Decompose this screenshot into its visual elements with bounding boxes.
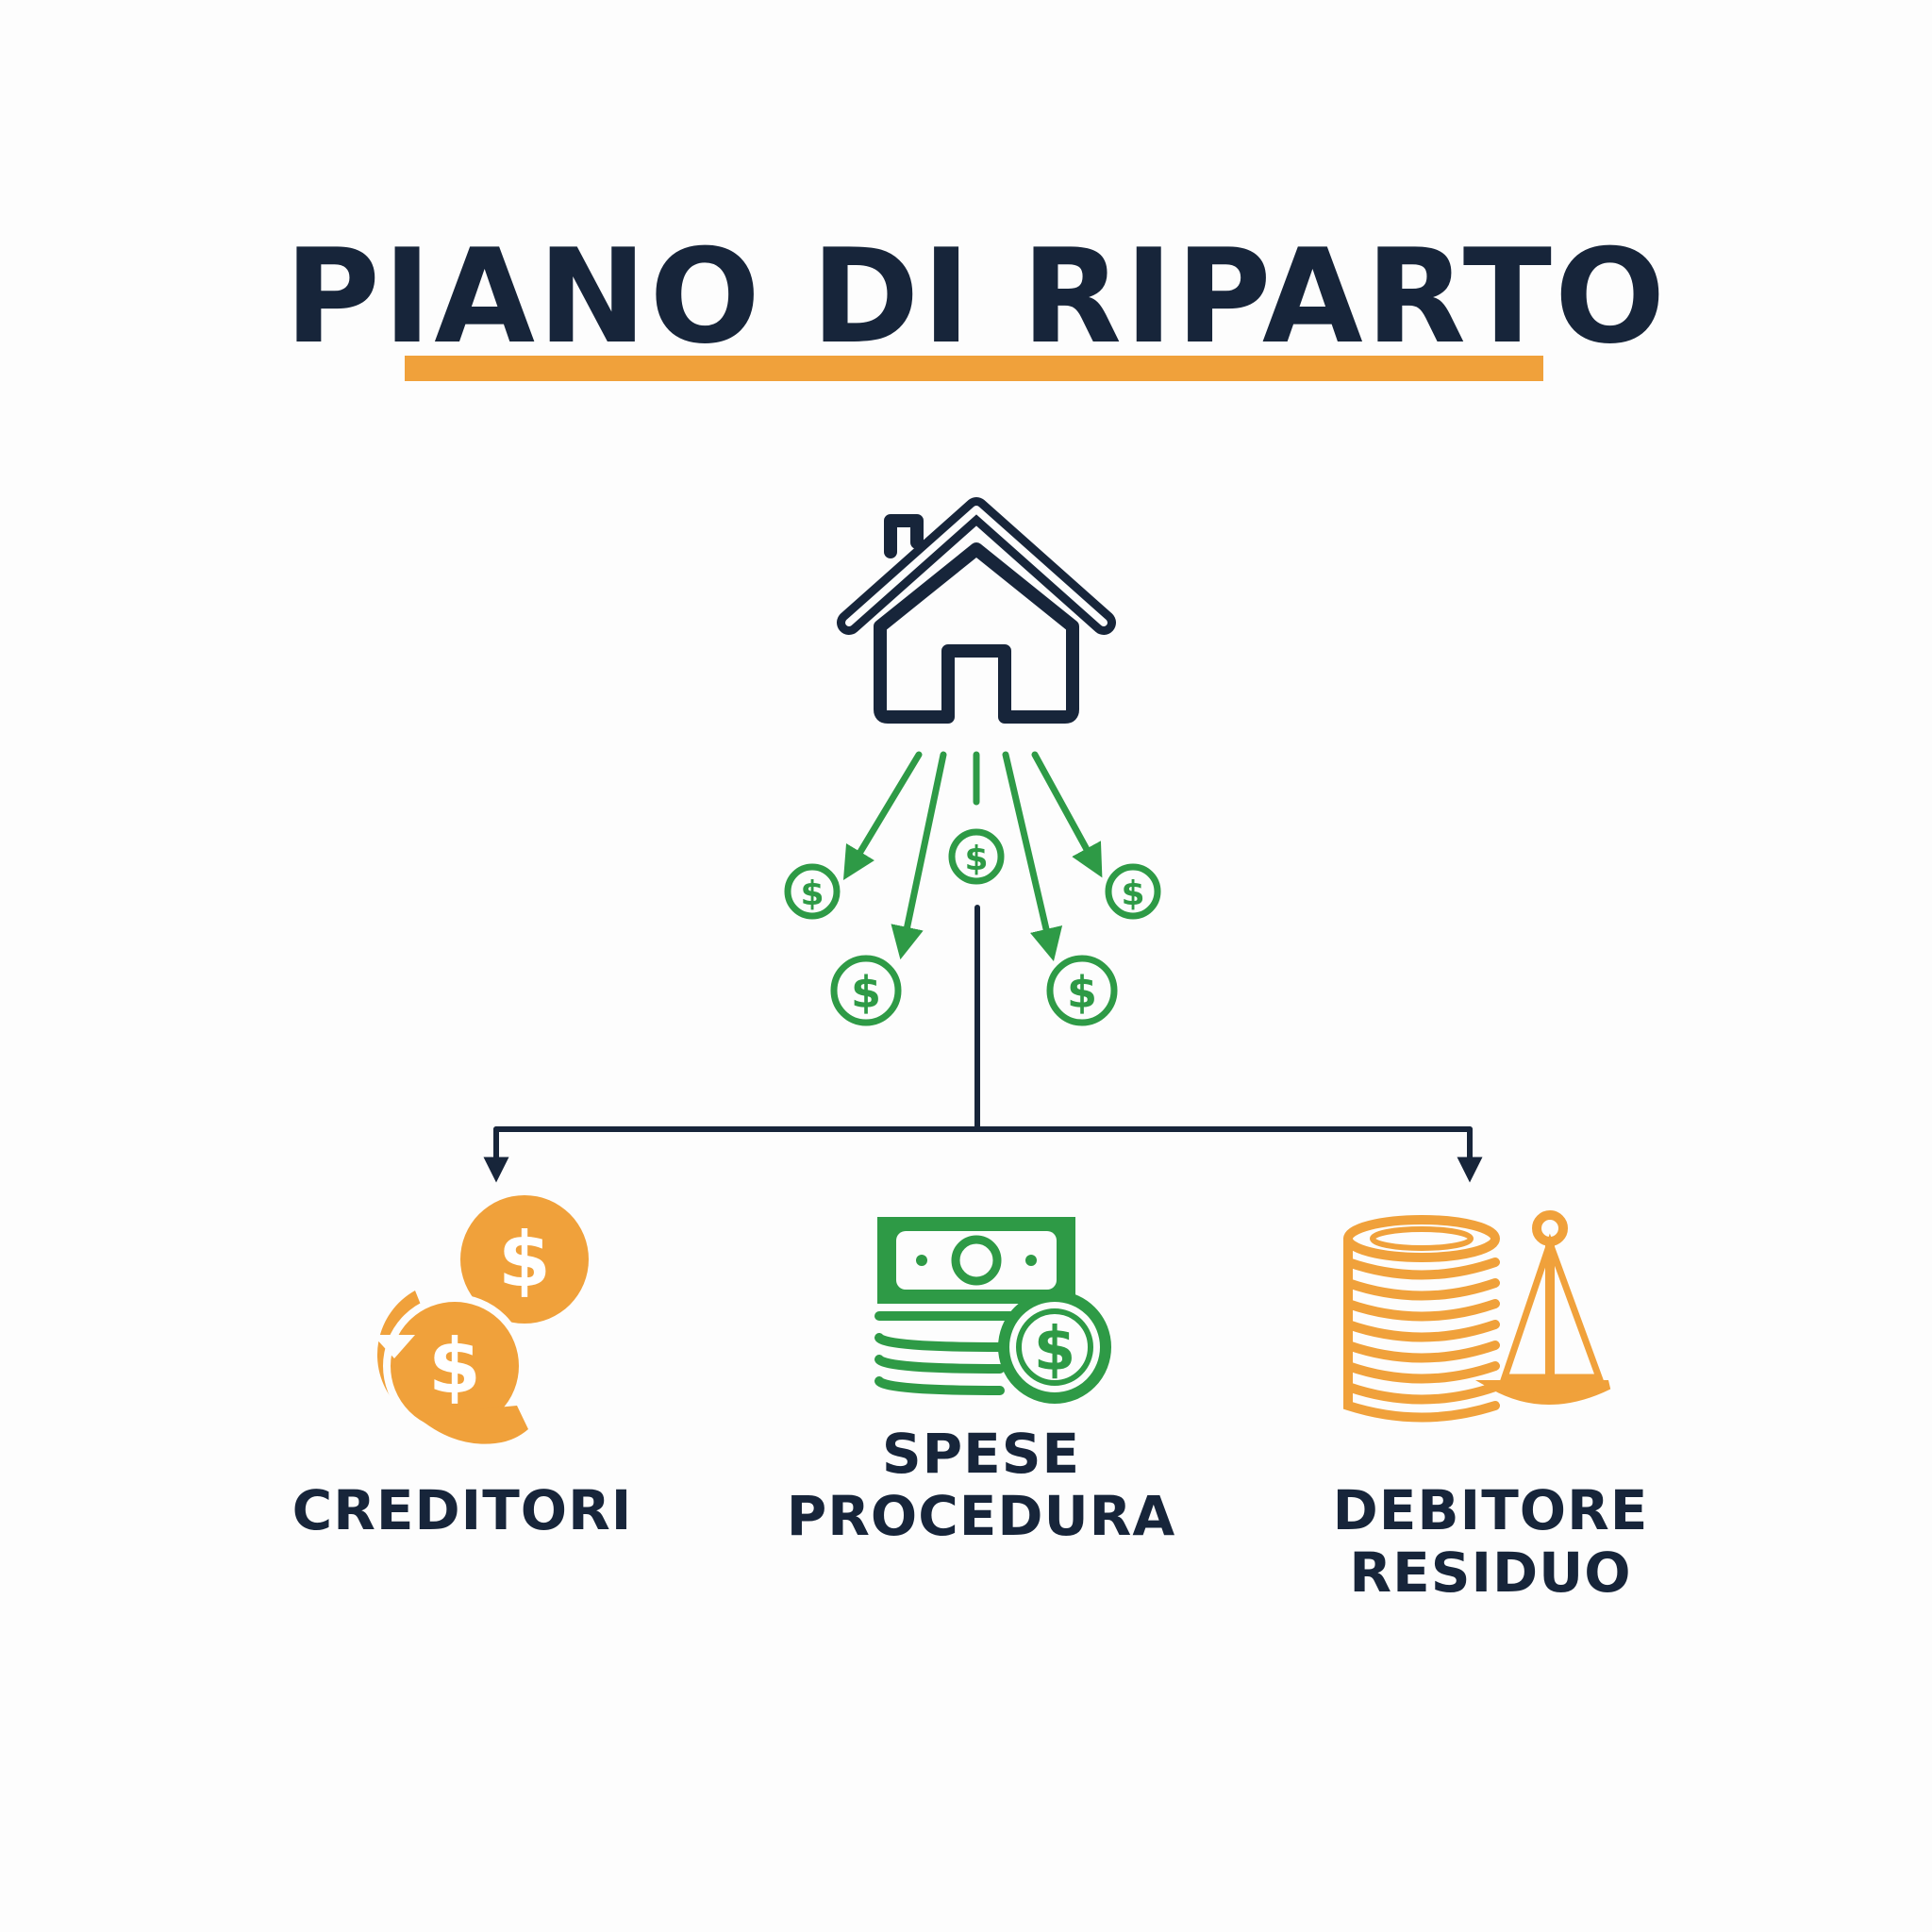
dollar-coin-icon: $ — [1105, 863, 1161, 920]
dollar-coin-icon: $ — [1046, 955, 1118, 1026]
branch-label-spese-procedura: SPESE PROCEDURA — [786, 1422, 1176, 1548]
house-icon — [837, 497, 1116, 724]
svg-text:$: $ — [1067, 967, 1097, 1018]
coin-stack-scale-icon — [1343, 1210, 1611, 1423]
svg-text:$: $ — [851, 967, 881, 1018]
svg-text:$: $ — [964, 840, 988, 878]
branch-label-creditori: CREDITORI — [291, 1478, 633, 1542]
flow-arrows — [842, 751, 1103, 962]
svg-text:$: $ — [1034, 1315, 1076, 1385]
dollar-coin-icon: $ — [784, 863, 841, 920]
svg-text:$: $ — [498, 1216, 551, 1304]
dollar-coin-icon: $ — [830, 955, 902, 1026]
branch-connectors — [483, 905, 1483, 1183]
svg-text:$: $ — [428, 1323, 481, 1410]
branch-label-debitore-residuo: DEBITORE RESIDUO — [1332, 1478, 1649, 1605]
title-underline — [405, 356, 1543, 381]
svg-text:$: $ — [1121, 874, 1144, 913]
page-title: PIANO DI RIPARTO — [284, 221, 1669, 373]
svg-text:$: $ — [800, 874, 824, 913]
falling-coins-icon: $ $ — [373, 1195, 589, 1444]
banknotes-coin-icon: $ — [874, 1217, 1111, 1404]
dollar-coin-icon: $ — [948, 828, 1005, 885]
